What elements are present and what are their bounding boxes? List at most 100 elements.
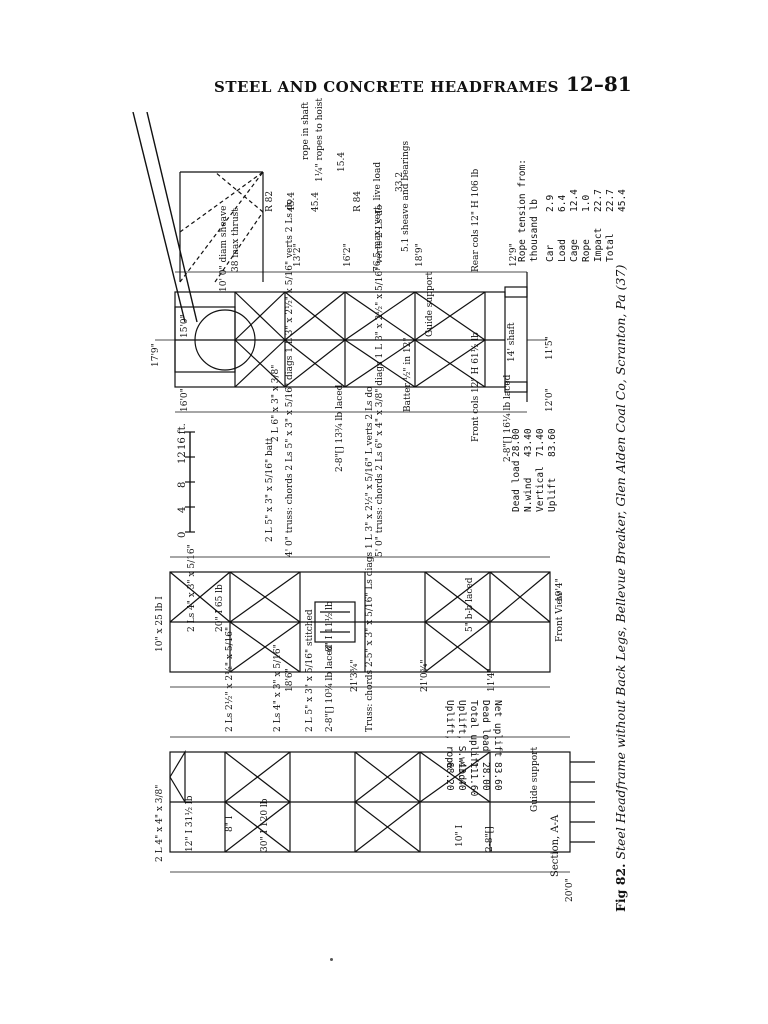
- rope-tension-row-value: 22.7: [605, 189, 616, 212]
- scale-tick-4: 4: [177, 506, 188, 513]
- rope-tension-row-value: 22.7: [593, 189, 604, 212]
- scale-tick-8: 8: [177, 481, 188, 488]
- annotation-section-i12: 12" I 31½ lb: [185, 795, 195, 852]
- annotation-front-cols: Front cols 12" H 61½ lb: [471, 332, 481, 442]
- scale-tick-12: 12: [177, 451, 188, 464]
- annotation-dim-11-4: 11'4": [487, 668, 497, 692]
- page-header: STEEL AND CONCRETE HEADFRAMES 12–81: [0, 64, 768, 104]
- rope-tension-row-label: Cage: [569, 239, 580, 262]
- annotation-dim-20-0: 20'0": [565, 878, 575, 902]
- annotation-section-stitched: 2 L 5" x 3" x 5/16" stitched: [305, 609, 315, 732]
- annotation-truss-5: 5' 0" truss: chords 2 Ls 6" x 4" x 3/8" …: [375, 204, 385, 557]
- rope-tension-row-value: 2.9: [545, 194, 556, 212]
- annotation-section-laced: 2-8"[] 10¾ lb laced: [325, 644, 335, 732]
- annotation-ls-2-5-laced: 5" b-b laced: [465, 577, 475, 632]
- annotation-sheave: 10' 0" diam sheave: [219, 205, 229, 292]
- annotation-dim-21-3: 21'3¾": [350, 659, 360, 692]
- annotation-ls-4x3: 2 Ls 4" x 3" x 5/16": [187, 544, 197, 632]
- running-head: STEEL AND CONCRETE HEADFRAMES: [214, 78, 559, 96]
- scale-bar: [185, 431, 195, 533]
- annotation-dim-11-5: 11'5": [545, 336, 555, 360]
- annotation-top-beam: 10" x 25 lb I: [155, 596, 165, 652]
- rope-tension-row-value: 1.0: [581, 194, 592, 212]
- annotation-rope-shaft: rope in shaft: [301, 102, 311, 160]
- caption-prefix: Fig 82.: [613, 863, 628, 912]
- annotation-shaft: 14' shaft: [507, 322, 517, 362]
- annotation-section-2-8: 2-8"[]: [485, 826, 495, 852]
- right-table-values: 28.00 43.40 71.40 83.60: [511, 428, 559, 457]
- annotation-thrust: 38 max thrust: [231, 208, 241, 272]
- annotation-batt: 2 L 5" x 3" x 5/16" batt: [265, 437, 275, 542]
- annotation-guide-support: Guide support: [425, 271, 435, 337]
- left-table-row-value: 83.60: [492, 762, 503, 791]
- rope-tension-row-label: Car: [545, 244, 556, 262]
- annotation-section-truss: Truss: chords 2-5" x 3" x 5/16" Ls diags…: [365, 386, 375, 732]
- rope-tension-values: 2.9 6.4 12.4 1.0 22.7 22.7 45.4: [545, 189, 629, 212]
- right-table-row-label: Uplift: [547, 477, 558, 512]
- page-number: 12–81: [566, 72, 632, 96]
- annotation-section-i10: 10" I: [455, 824, 465, 847]
- rope-tension-row-value: 45.4: [617, 189, 628, 212]
- left-table-row-value: 111.60: [468, 762, 479, 797]
- annotation-dim-21-0: 21'0¾": [420, 659, 430, 692]
- figure-headframe: 0 4 8 12 16 ft. 10' 0" diam sheave 38 ma…: [125, 98, 645, 912]
- annotation-section-top: 2 L 4" x 4" x 3/8": [155, 784, 165, 862]
- rope-tension-row-label: Rope: [581, 239, 592, 262]
- right-table-row-value: 83.60: [547, 428, 558, 457]
- annotation-ropes: 1¼" ropes to hoist: [315, 98, 325, 182]
- scale-tick-0: 0: [177, 531, 188, 538]
- rope-tension-labels: Car Load Cage Rope Impact Total: [545, 228, 617, 262]
- left-table-values: 83.60 28.00 111.60 43.40 68.20: [443, 762, 503, 796]
- annotation-dim-18-9: 18'9": [415, 243, 425, 267]
- left-table-row-value: 68.20: [444, 762, 455, 791]
- rope-tension-title: Rope tension from:: [517, 159, 528, 262]
- annotation-ls-2: 2 L 6" x 3" x 3/8": [271, 364, 281, 442]
- annotation-load-15: 15.4: [337, 151, 347, 172]
- rope-tension-unit: thousand lb: [529, 199, 540, 262]
- figure-drawing: [132, 112, 595, 873]
- annotation-i20: 20" I 65 lb: [215, 584, 225, 632]
- rope-tension-row-value: 6.4: [557, 194, 568, 212]
- annotation-section-diags: 2 Ls 4" x 3" x 5/16": [273, 644, 283, 732]
- annotation-sheave-bearings: 5.1 sheave and bearings: [401, 140, 411, 252]
- right-table-labels: Dead load N.wind Vertical Uplift: [511, 461, 559, 512]
- annotation-laced-2-8: 2-8"[] 13¾ lb laced: [335, 384, 345, 472]
- annotation-section-i8: 8" I: [225, 815, 235, 832]
- scale-tick-16: 16 ft.: [177, 423, 188, 450]
- right-table-row-value: 71.40: [535, 428, 546, 457]
- left-table-row-value: 28.00: [480, 762, 491, 791]
- right-table-row-value: 28.00: [511, 428, 522, 457]
- section-label: Section, A-A: [550, 814, 561, 877]
- annotation-dim-17-9: 17'9": [151, 343, 161, 367]
- right-table-row-label: Dead load: [511, 460, 522, 512]
- figure-caption: Fig 82. Steel Headframe without Back Leg…: [613, 212, 628, 912]
- rope-tension-row-label: Load: [557, 239, 568, 262]
- annotation-load-45b: 45.4: [311, 191, 321, 212]
- annotation-dim-19-4: 19'4": [555, 578, 565, 602]
- rope-tension-row-label: Impact: [593, 227, 604, 262]
- annotation-r84: R 84: [353, 190, 363, 212]
- annotation-section-guide-support: Guide support: [530, 746, 540, 812]
- front-view: [169, 556, 551, 688]
- annotation-batter: Batter ½" in 12": [403, 337, 413, 412]
- left-table-row-value: 43.40: [456, 762, 467, 791]
- right-table-row-label: N.wind: [523, 477, 534, 512]
- annotation-rear-cols: Rear cols 12" H 106 lb: [471, 168, 481, 272]
- section-aa: [169, 736, 595, 873]
- right-table-row-label: Vertical: [535, 466, 546, 512]
- annotation-dim-16-2: 16'2": [343, 243, 353, 267]
- annotation-section-i30: 30" I 120 lb: [260, 798, 270, 852]
- rope-tension-table: Rope tension from: thousand lb: [517, 159, 541, 262]
- footer-mark: [330, 958, 333, 961]
- annotation-dim-16: 16'0": [180, 388, 190, 412]
- side-elevation: [132, 112, 547, 413]
- rope-tension-row-value: 12.4: [569, 189, 580, 212]
- annotation-section-ls: 2 Ls 2½" x 2½" x 5/16": [225, 626, 235, 732]
- annotation-dim-15: 15'0": [180, 314, 190, 338]
- annotation-dim-13-2: 13'2": [293, 243, 303, 267]
- annotation-dim-18-6: 18'6": [285, 668, 295, 692]
- annotation-r82: R 82: [265, 190, 275, 212]
- right-table-row-value: 43.40: [523, 428, 534, 457]
- caption-text: Steel Headframe without Back Legs, Belle…: [613, 264, 628, 860]
- annotation-dim-12-0: 12'0": [545, 388, 555, 412]
